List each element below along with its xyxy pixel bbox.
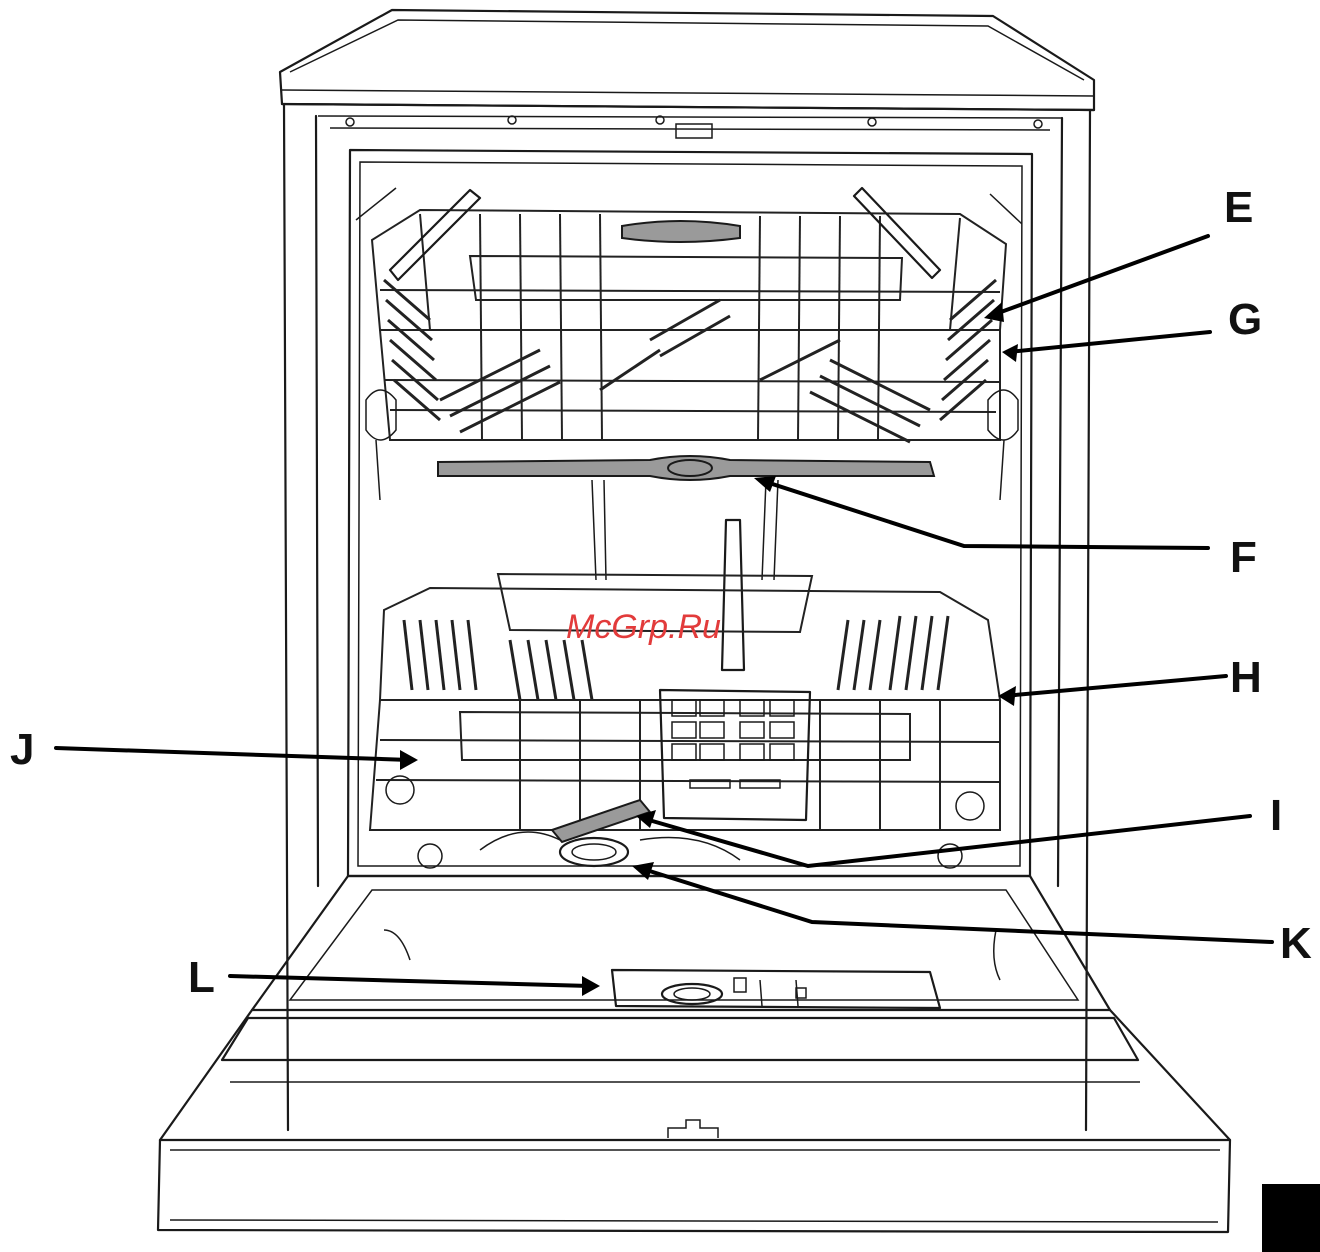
- leader-K: [640, 868, 1272, 942]
- label-K: K: [1280, 919, 1312, 968]
- leader-J: [56, 748, 410, 760]
- lower-rack: [370, 520, 1000, 868]
- leader-H: [1004, 676, 1226, 696]
- cutlery-basket: [660, 690, 810, 820]
- leader-F: [760, 480, 1208, 548]
- upper-spray-arm: [438, 456, 934, 480]
- label-G: G: [1228, 295, 1262, 344]
- label-L: L: [188, 953, 215, 1002]
- label-F: F: [1230, 533, 1257, 582]
- detergent-dispenser: [612, 970, 940, 1008]
- callout-labels: E G F H J I K L: [10, 183, 1312, 1002]
- label-J: J: [10, 725, 34, 774]
- worktop: [280, 10, 1094, 110]
- leader-I: [642, 816, 1250, 866]
- rack-rails: [592, 480, 778, 580]
- corner-tab: [1262, 1184, 1320, 1252]
- lower-spray-arm: [552, 800, 650, 842]
- leader-G: [1008, 332, 1210, 352]
- leader-L: [230, 976, 590, 986]
- label-E: E: [1224, 183, 1253, 232]
- label-H: H: [1230, 653, 1262, 702]
- open-door: [158, 876, 1230, 1232]
- watermark: McGrp.Ru: [566, 608, 721, 646]
- leader-E: [990, 236, 1208, 316]
- label-I: I: [1270, 791, 1282, 840]
- upper-rack: [366, 188, 1018, 500]
